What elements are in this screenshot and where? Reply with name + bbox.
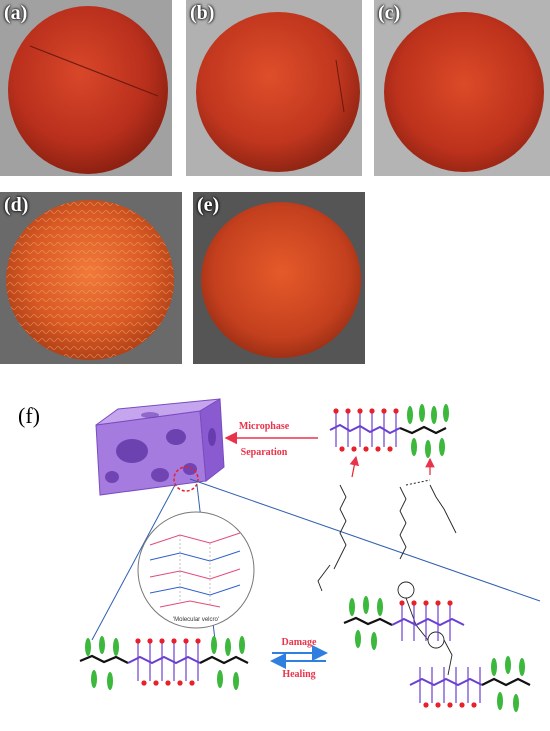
hydrogen-bond (405, 479, 431, 486)
scratch-line (29, 45, 159, 97)
photo-panel-c: (c) (374, 0, 550, 176)
polymer-chain-right-upper (343, 596, 465, 650)
panel-label: (e) (197, 194, 220, 216)
chemical-structure (317, 484, 457, 676)
connector-line-left (91, 484, 176, 641)
schematic-f: (f) Microphase Separation (0, 385, 550, 726)
panel-label: (d) (4, 194, 29, 216)
inset-caption: 'Molecular velcro' (173, 617, 219, 623)
sample-disc (201, 202, 361, 358)
bond-arrow-1 (349, 455, 360, 478)
molecular-velcro-inset: 'Molecular velcro' (137, 511, 255, 629)
microphase-label: Microphase (239, 421, 290, 432)
separation-label: Separation (241, 447, 288, 458)
polymer-chain-top (329, 404, 449, 458)
sample-disc (384, 12, 544, 172)
panel-label: (b) (190, 2, 215, 24)
panel-label: (c) (378, 2, 401, 24)
sample-disc (8, 6, 168, 174)
photo-panel-a: (a) (0, 0, 172, 176)
photo-panel-e: (e) (193, 192, 365, 364)
zoom-circle (173, 466, 199, 492)
polymer-chain-right-lower (409, 656, 531, 712)
scratch-line (335, 59, 345, 113)
photo-panel-b: (b) (186, 0, 362, 176)
photo-panel-d: (d) (0, 192, 182, 364)
panel-label: (a) (4, 2, 28, 24)
damage-label: Damage (282, 637, 318, 648)
healing-label: Healing (282, 669, 315, 680)
sample-texture (6, 200, 174, 360)
sample-disc (196, 12, 360, 172)
microphase-cube (95, 398, 225, 496)
panel-label-f: (f) (18, 403, 40, 428)
polymer-chain-left (79, 636, 249, 690)
connector-line (189, 478, 541, 602)
